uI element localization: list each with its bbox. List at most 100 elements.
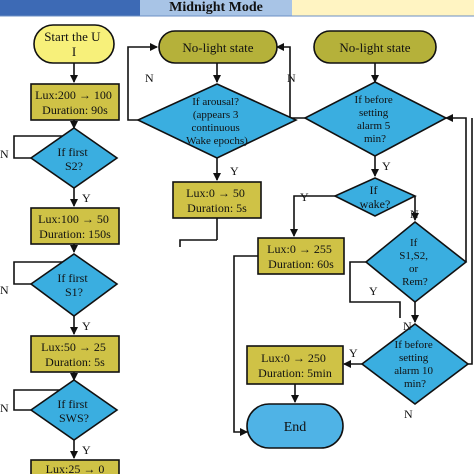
decision-sleep-stage-line-1: If — [410, 237, 418, 249]
edge-label-alarm5-no: N — [287, 71, 296, 85]
header-mode-label: Midnight Mode — [169, 0, 263, 15]
decision-first-s1-line-1: If first — [57, 271, 88, 285]
node-lux-5: Lux:0 → 50 Duration: 5s — [172, 181, 262, 219]
decision-alarm-10min-line-4: min? — [404, 378, 426, 390]
node-end-label: End — [284, 420, 307, 435]
edge-label-wake-yes: Y — [300, 190, 309, 204]
decision-alarm-5min-line-3: alarm 5 — [357, 120, 391, 132]
decision-arousal-line-3: continuous — [191, 122, 239, 134]
node-lux-3-line-1: Lux:50 → 25 — [41, 340, 106, 354]
connectors — [13, 43, 473, 459]
node-no-light-1: No-light state — [158, 30, 278, 64]
svg-text:Lux:50 → 25 Duration: 5s: Lux:50 → 25 Duration: 5s — [41, 340, 109, 369]
decision-wake-line-2: wake? — [360, 197, 391, 211]
svg-text:If S1,S2, or: If S1,S2, or Rem? — [399, 237, 431, 288]
edge-label-sws-no: N — [0, 401, 9, 415]
node-lux-1: Lux:200 → 100 Duration: 90s — [30, 83, 120, 121]
edge-label-wake-no: N — [410, 207, 419, 221]
svg-text:Lux:0 → 250 Duration: 5m: Lux:0 → 250 Duration: 5min — [258, 351, 332, 380]
edge-label-alarm5-yes: Y — [382, 159, 391, 173]
node-lux-4-line-1: Lux:25 → 0 — [46, 462, 105, 474]
edge-label-alarm10-yes: Y — [349, 346, 358, 360]
node-lux-3-line-2: Duration: 5s — [45, 355, 105, 369]
edge-label-s1-no: N — [0, 283, 9, 297]
svg-text:End: End — [284, 420, 307, 435]
svg-text:If wake?: If wake? — [360, 183, 391, 211]
edge-label-s1-yes: Y — [82, 319, 91, 333]
svg-text:No-light state: No-light state — [339, 40, 410, 55]
node-start-line-2: I — [72, 44, 76, 59]
node-lux-6-line-1: Lux:0 → 255 — [267, 242, 332, 256]
decision-first-s2-line-1: If first — [57, 145, 88, 159]
decision-arousal-line-4: Wake epochs) — [186, 135, 248, 147]
edge-label-arousal-yes: Y — [230, 164, 239, 178]
svg-text:Start the U I: Start the U I — [44, 29, 104, 59]
decision-alarm-10min-line-2: setting — [399, 352, 429, 364]
node-lux-7-line-1: Lux:0 → 250 — [261, 351, 326, 365]
node-lux-6: Lux:0 → 255 Duration: 60s — [257, 237, 345, 275]
svg-text:Lux:200 → 100 Duration:: Lux:200 → 100 Duration: 90s — [35, 88, 115, 117]
svg-text:If first S2?: If first S2? — [57, 145, 90, 173]
decision-first-s2: If first S2? — [29, 127, 119, 189]
decision-first-sws-line-1: If first — [57, 397, 88, 411]
svg-text:If before setting: If before setting alarm 5 min? — [355, 94, 396, 145]
edge-label-stage-no: N — [403, 319, 412, 333]
node-lux-4: Lux:25 → 0 — [30, 459, 120, 474]
decision-sleep-stage-line-4: Rem? — [402, 276, 428, 288]
decision-alarm-5min-line-2: setting — [359, 107, 389, 119]
header-right-segment — [292, 0, 474, 16]
decision-alarm-10min: If before setting alarm 10 min? — [360, 322, 470, 406]
svg-text:Lux:0 → 255 Duration: 60: Lux:0 → 255 Duration: 60s — [267, 242, 335, 271]
node-lux-1-line-1: Lux:200 → 100 — [35, 88, 112, 102]
svg-text:If first S1?: If first S1? — [57, 271, 90, 299]
mode-header: Midnight Mode — [0, 0, 474, 17]
node-no-light-2-label: No-light state — [339, 40, 410, 55]
node-lux-2-line-1: Lux:100 → 50 — [38, 212, 109, 226]
decision-wake-line-1: If — [370, 183, 378, 197]
decision-alarm-5min-line-1: If before — [355, 94, 393, 106]
node-lux-3: Lux:50 → 25 Duration: 5s — [30, 335, 120, 373]
edge-label-stage-yes: Y — [369, 284, 378, 298]
svg-text:Lux:25 → 0: Lux:25 → 0 — [46, 462, 105, 474]
decision-arousal-line-2: (appears 3 — [193, 109, 239, 121]
node-lux-5-line-1: Lux:0 → 50 — [186, 186, 245, 200]
decision-arousal-line-1: If arousal? — [192, 96, 239, 108]
svg-text:No-light state: No-light state — [182, 40, 253, 55]
node-start: Start the U I — [33, 24, 115, 64]
node-lux-7-line-2: Duration: 5min — [258, 366, 332, 380]
node-lux-6-line-2: Duration: 60s — [268, 257, 334, 271]
decision-alarm-10min-line-3: alarm 10 — [394, 365, 433, 377]
decision-first-s1-line-2: S1? — [65, 285, 83, 299]
decision-sleep-stage-line-2: S1,S2, — [399, 250, 428, 262]
node-lux-2-line-2: Duration: 150s — [39, 227, 111, 241]
decision-alarm-5min-line-4: min? — [364, 133, 386, 145]
node-no-light-2: No-light state — [313, 30, 437, 64]
decision-arousal: If arousal? (appears 3 continuous Wake e… — [136, 83, 298, 159]
svg-text:If before setting: If before setting alarm 10 min? — [394, 339, 436, 390]
svg-text:Lux:0 → 50 Duration: 5s: Lux:0 → 50 Duration: 5s — [186, 186, 248, 215]
edge-labels: N Y N Y N Y N Y N Y Y N Y N Y N — [0, 71, 419, 457]
edge-label-alarm10-no: N — [404, 407, 413, 421]
header-left-segment — [0, 0, 140, 16]
svg-text:If arousal? (appears 3: If arousal? (appears 3 continuous Wake e… — [186, 96, 248, 147]
node-lux-5-line-2: Duration: 5s — [187, 201, 247, 215]
edge-label-s2-yes: Y — [82, 191, 91, 205]
edge-label-s2-no: N — [0, 147, 9, 161]
decision-first-s2-line-2: S2? — [65, 159, 83, 173]
decision-alarm-10min-line-1: If before — [395, 339, 433, 351]
node-lux-2: Lux:100 → 50 Duration: 150s — [30, 207, 120, 245]
decision-sleep-stage-line-3: or — [409, 263, 419, 275]
decision-first-sws-line-2: SWS? — [59, 411, 89, 425]
node-lux-7: Lux:0 → 250 Duration: 5min — [246, 345, 344, 385]
node-no-light-1-label: No-light state — [182, 40, 253, 55]
node-end: End — [246, 403, 344, 449]
svg-text:If first SWS?: If first SWS? — [57, 397, 90, 425]
decision-wake: If wake? — [333, 177, 417, 217]
header-middle-segment — [140, 0, 292, 16]
decision-first-s1: If first S1? — [29, 253, 119, 317]
edge-label-arousal-no: N — [145, 71, 154, 85]
decision-sleep-stage: If S1,S2, or Rem? — [364, 220, 468, 304]
node-start-line-1: Start the U — [44, 29, 101, 44]
decision-alarm-5min: If before setting alarm 5 min? — [303, 81, 448, 157]
